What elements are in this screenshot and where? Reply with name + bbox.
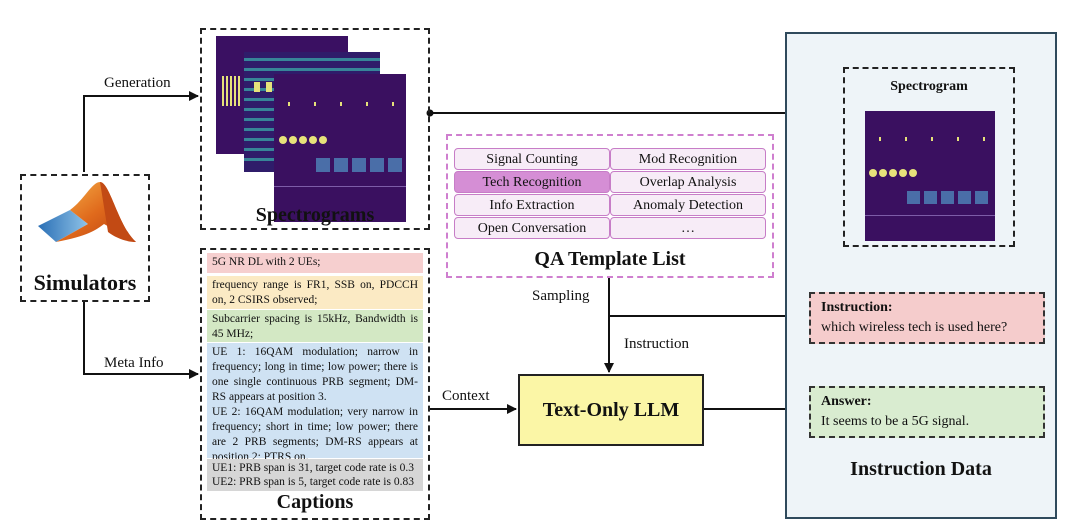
- output-spectrogram-label: Spectrogram: [890, 79, 968, 94]
- text-only-llm-label: Text-Only LLM: [542, 399, 680, 421]
- caption-item-ue2: UE 2: 16QAM modulation; very narrow in f…: [212, 406, 418, 463]
- matlab-logo-icon: [38, 182, 136, 242]
- qa-cell-info-extraction: Info Extraction: [454, 194, 610, 216]
- simulators-box: Simulators: [20, 174, 150, 302]
- captions-box: 5G NR DL with 2 UEs; frequency range is …: [200, 248, 430, 520]
- meta-info-label: Meta Info: [104, 355, 164, 371]
- qa-cell-mod-recognition: Mod Recognition: [610, 148, 766, 170]
- spectrogram-image-front: [274, 74, 406, 222]
- answer-text: It seems to be a 5G signal.: [821, 414, 970, 429]
- captions-label: Captions: [276, 491, 354, 513]
- caption-item-ue1: UE 1: 16QAM modulation; narrow in freque…: [212, 346, 418, 403]
- qa-template-label: QA Template List: [534, 248, 686, 270]
- answer-heading: Answer:: [821, 394, 872, 409]
- output-spectrogram-image: [865, 111, 995, 241]
- instruction-data-panel: Spectrogram Instruction: which wireless …: [785, 32, 1057, 519]
- qa-cell-tech-recognition: Tech Recognition: [454, 171, 610, 193]
- instruction-text: which wireless tech is used here?: [821, 320, 1008, 335]
- spectrograms-label: Spectrograms: [255, 204, 375, 226]
- generation-label: Generation: [104, 75, 171, 91]
- caption-item-overview: 5G NR DL with 2 UEs;: [207, 253, 423, 273]
- output-spectrogram-box: Spectrogram: [843, 67, 1015, 247]
- qa-cell-signal-counting: Signal Counting: [454, 148, 610, 170]
- meta-info-arrow: [83, 302, 199, 379]
- text-only-llm-box: Text-Only LLM: [518, 374, 704, 446]
- caption-item-subcarrier: Subcarrier spacing is 15kHz, Bandwidth i…: [207, 310, 423, 342]
- qa-cell-open-conversation: Open Conversation: [454, 217, 610, 239]
- spectrograms-box: Spectrograms: [200, 28, 430, 230]
- context-label: Context: [442, 388, 490, 404]
- caption-item-prb: UE1: PRB span is 31, target code rate is…: [207, 459, 423, 491]
- qa-cell-anomaly-detection: Anomaly Detection: [610, 194, 766, 216]
- instruction-heading: Instruction:: [821, 300, 893, 315]
- instruction-data-title: Instruction Data: [850, 458, 992, 480]
- caption-item-prb-ue2: UE2: PRB span is 5, target code rate is …: [212, 476, 414, 488]
- caption-item-ue-details: UE 1: 16QAM modulation; narrow in freque…: [207, 343, 423, 463]
- instruction-edge-label: Instruction: [624, 336, 689, 352]
- sampling-label: Sampling: [532, 288, 590, 304]
- generation-arrow: [83, 91, 199, 172]
- qa-template-box: Signal Counting Mod Recognition Tech Rec…: [446, 134, 774, 278]
- simulators-label: Simulators: [33, 270, 137, 295]
- caption-item-frequency: frequency range is FR1, SSB on, PDCCH on…: [207, 276, 423, 309]
- caption-item-prb-ue1: UE1: PRB span is 31, target code rate is…: [212, 462, 414, 474]
- qa-cell-ellipsis: …: [610, 217, 766, 239]
- answer-bubble: Answer: It seems to be a 5G signal.: [809, 386, 1045, 438]
- qa-cell-overlap-analysis: Overlap Analysis: [610, 171, 766, 193]
- instruction-bubble: Instruction: which wireless tech is used…: [809, 292, 1045, 344]
